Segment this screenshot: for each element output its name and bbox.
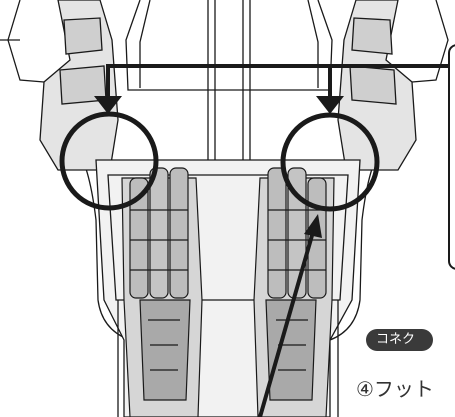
connector-section-badge: コネク [366, 329, 433, 351]
note-box [448, 44, 455, 270]
step-label: ④フット [356, 377, 434, 401]
left-foot-channel [122, 168, 202, 417]
right-side-panel [338, 0, 448, 170]
step-instruction-text: ④フット [356, 376, 434, 402]
left-side-panel [0, 0, 118, 170]
connector-badge-label: コネク [376, 332, 415, 347]
